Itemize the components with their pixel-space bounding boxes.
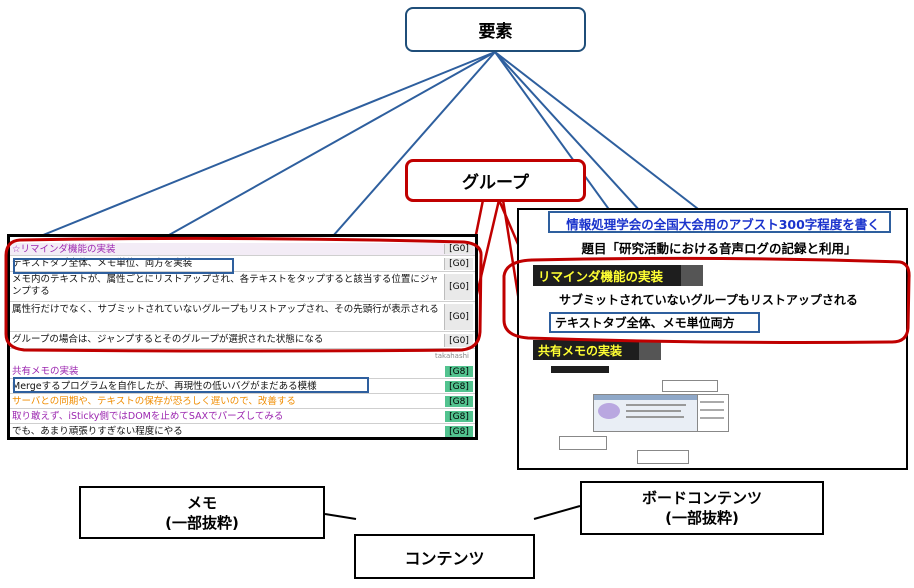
element-outline bbox=[549, 312, 760, 333]
group-tag: [G8] bbox=[445, 381, 473, 392]
memo-row: テキストタブ全体、メモ単位、両方を実装 [G0] bbox=[10, 257, 475, 272]
memo-row: サーバとの同期や、テキストの保存が恐ろしく遅いので、改善する [G8] bbox=[10, 395, 475, 409]
board-subtitle: 題目「研究活動における音声ログの記録と利用」 bbox=[581, 241, 857, 256]
group-node-label: グループ bbox=[462, 173, 529, 193]
memo-row-text: テキストタブ全体、メモ単位、両方を実装 bbox=[12, 258, 193, 269]
element-outline bbox=[13, 258, 234, 274]
group-tag: [G0] bbox=[444, 334, 473, 347]
group-tag: [G0] bbox=[444, 304, 473, 330]
callout-note bbox=[559, 436, 607, 450]
callout-note bbox=[662, 380, 718, 392]
board-heading-shared: 共有メモの実装 bbox=[533, 340, 661, 360]
edge-element-memo-title bbox=[15, 51, 496, 247]
edge-board-contents bbox=[533, 505, 581, 520]
board-heading-shared-text: 共有メモの実装 bbox=[538, 343, 623, 358]
memo-node: メモ (一部抜粋) bbox=[79, 486, 325, 539]
heading-stub bbox=[639, 340, 661, 360]
contents-node-label: コンテンツ bbox=[404, 548, 485, 568]
memo-row-text: 取り敢えず、iSticky側ではDOMを止めてSAXでパーズしてみる bbox=[12, 411, 284, 422]
board-node: ボードコンテンツ (一部抜粋) bbox=[580, 481, 824, 535]
group-tag: [G0] bbox=[444, 244, 473, 254]
board-heading-reminder: リマインダ機能の実装 bbox=[533, 265, 703, 286]
memo-node-label: メモ (一部抜粋) bbox=[165, 493, 239, 532]
edge-element-board-title bbox=[494, 51, 703, 213]
memo-row: グループの場合は、ジャンプするとそのグループが選択された状態になる [G0] bbox=[10, 333, 475, 349]
board-thumbnail-window bbox=[593, 394, 699, 432]
callout-note bbox=[637, 450, 689, 464]
board-title: 情報処理学会の全国大会用のアブスト300字程度を書く bbox=[566, 216, 880, 232]
heading-stub bbox=[681, 265, 703, 286]
edge-memo-contents bbox=[324, 513, 357, 520]
memo-row: でも、あまり頑張りすぎない程度にやる [G8] bbox=[10, 425, 475, 437]
memo-row-text: 属性行だけでなく、サブミットされていないグループもリストアップされ、その先頭行が… bbox=[12, 304, 439, 315]
contents-node: コンテンツ bbox=[354, 534, 535, 579]
memo-panel: ☆リマインダ機能の実装 [G0] テキストタブ全体、メモ単位、両方を実装 [G0… bbox=[7, 234, 478, 440]
memo-row: 属性行だけでなく、サブミットされていないグループもリストアップされ、その先頭行が… bbox=[10, 303, 475, 332]
memo-row-text: メモ内のテキストが、属性ごとにリストアップされ、各テキストをタップすると該当する… bbox=[12, 274, 439, 297]
group-tag: [G8] bbox=[445, 426, 473, 437]
element-outline bbox=[548, 211, 891, 233]
group-tag: [G8] bbox=[445, 366, 473, 377]
group-tag: [G0] bbox=[444, 274, 473, 300]
element-node-label: 要素 bbox=[478, 22, 513, 42]
memo-row-text: サーバとの同期や、テキストの保存が恐ろしく遅いので、改善する bbox=[12, 396, 296, 407]
group-node: グループ bbox=[405, 159, 586, 202]
element-node: 要素 bbox=[405, 7, 586, 52]
group-tag: [G0] bbox=[444, 258, 473, 270]
group-highlight-board bbox=[502, 256, 911, 344]
board-thumbnail-side bbox=[697, 394, 729, 432]
board-thumbnail-strip bbox=[551, 366, 609, 373]
group-tag: [G8] bbox=[445, 411, 473, 422]
board-line-2: テキストタブ全体、メモ単位両方 bbox=[555, 316, 735, 330]
memo-author: takahashi bbox=[434, 352, 469, 360]
memo-row: Mergeするプログラムを自作したが、再現性の低いバグがまだある模様 [G8] bbox=[10, 380, 475, 394]
group-highlight-memo bbox=[4, 236, 483, 353]
memo-row-text: でも、あまり頑張りすぎない程度にやる bbox=[12, 426, 183, 437]
memo-row-text: ☆リマインダ機能の実装 bbox=[12, 244, 116, 255]
memo-row-text: グループの場合は、ジャンプするとそのグループが選択された状態になる bbox=[12, 334, 324, 345]
memo-row-text: Mergeするプログラムを自作したが、再現性の低いバグがまだある模様 bbox=[12, 381, 317, 392]
element-outline bbox=[13, 377, 369, 393]
memo-row: ☆リマインダ機能の実装 [G0] bbox=[10, 243, 475, 256]
memo-row: 取り敢えず、iSticky側ではDOMを止めてSAXでパーズしてみる [G8] bbox=[10, 410, 475, 424]
board-node-label: ボードコンテンツ (一部抜粋) bbox=[641, 489, 762, 527]
board-line-1: サブミットされていないグループもリストアップされる bbox=[559, 293, 858, 307]
memo-row-text: 共有メモの実装 bbox=[12, 366, 79, 377]
edge-element-memo-tab bbox=[127, 51, 496, 259]
group-tag: [G8] bbox=[445, 396, 473, 407]
memo-row: メモ内のテキストが、属性ごとにリストアップされ、各テキストをタップすると該当する… bbox=[10, 273, 475, 302]
board-heading-reminder-text: リマインダ機能の実装 bbox=[538, 269, 664, 284]
